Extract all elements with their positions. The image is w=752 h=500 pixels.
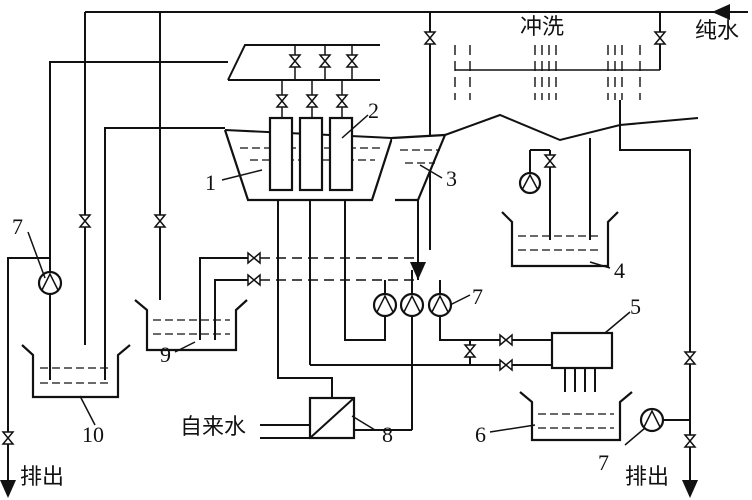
label-num-7-left: 7 [12,214,23,239]
conveyor-line [444,113,699,142]
unit-5 [309,200,614,400]
electrode-cells-2 [268,116,354,192]
valves [1,31,697,448]
label-tap-water: 自来水 [180,415,246,440]
pump-7-right [639,407,690,433]
tank-10 [21,61,228,399]
label-rinse: 冲洗 [520,15,564,40]
label-pure-water: 纯水 [695,19,739,44]
pump-tank-4 [518,149,550,195]
right-drain-line [619,100,691,490]
tank-6 [519,391,633,442]
label-num-1: 1 [205,170,216,195]
label-num-5: 5 [630,294,641,319]
leader-lines [27,114,646,446]
label-num-10: 10 [82,422,104,447]
label-num-6: 6 [475,422,486,447]
rinse-spray-lines [454,45,660,100]
label-num-8: 8 [382,422,393,447]
label-num-9: 9 [160,342,171,367]
tank-4 [501,138,619,268]
label-num-2: 2 [368,98,379,123]
label-num-7-right: 7 [598,450,609,475]
label-drain-right: 排出 [625,465,669,490]
label-drain-left: 排出 [20,465,64,490]
label-num-4: 4 [614,258,625,283]
tank-9-dashed-lines [260,257,420,281]
chemical-feed-manifold [227,44,380,120]
heat-exchanger-8 [260,200,356,440]
label-num-7-middle: 7 [472,284,483,309]
pump-group-7 [340,200,520,431]
drain-arrows [0,240,698,498]
label-num-3: 3 [446,166,457,191]
pure-water-header [84,11,748,360]
tank-9 [134,257,250,352]
